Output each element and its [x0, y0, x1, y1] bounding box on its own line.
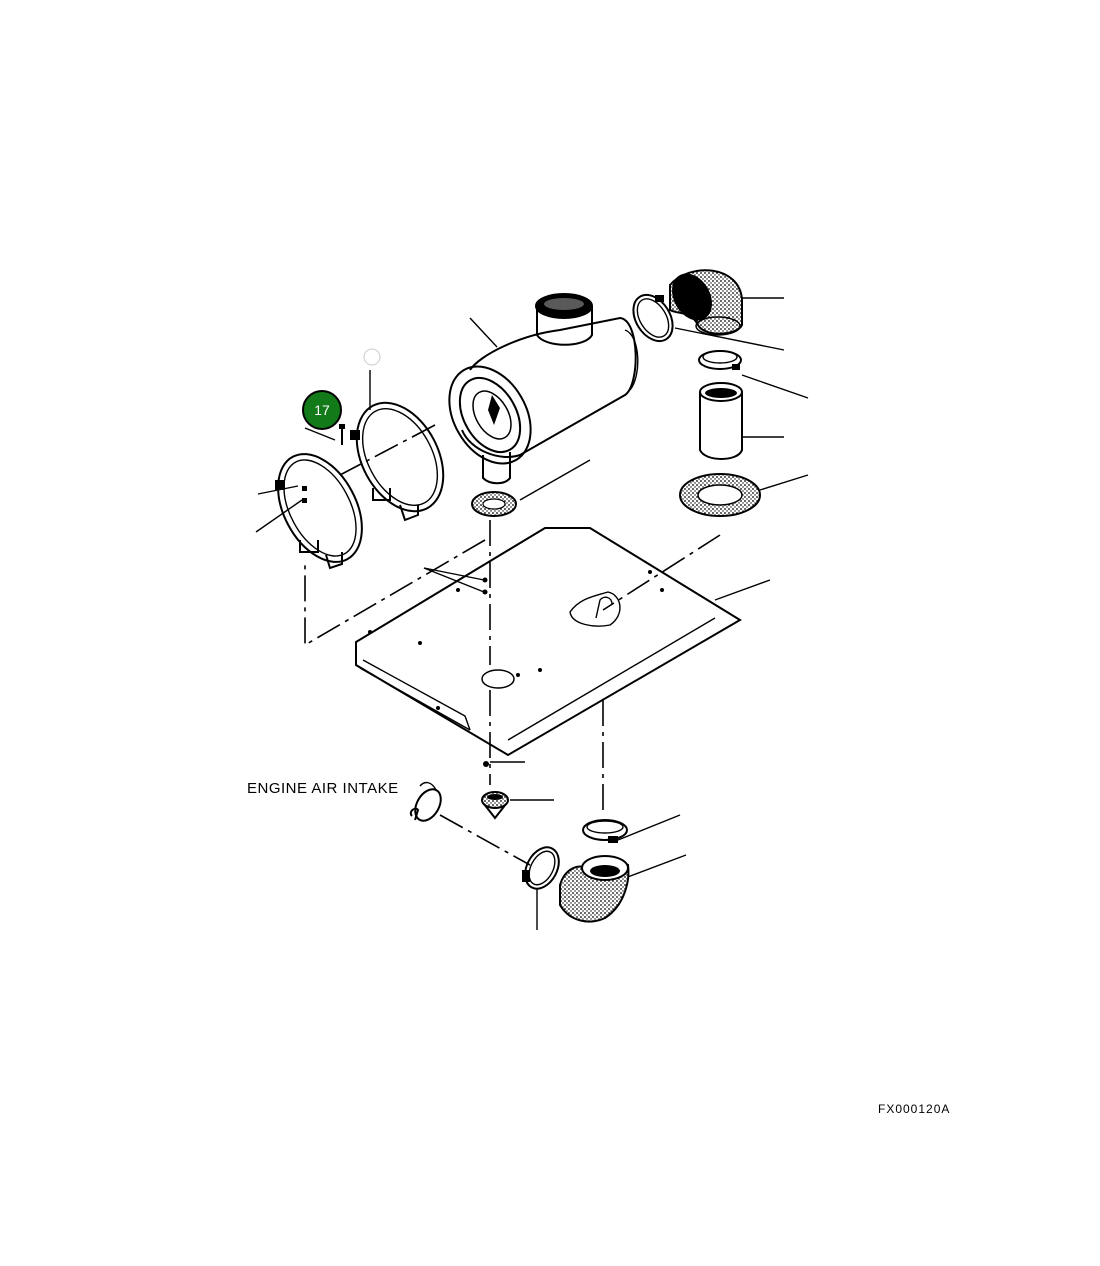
front-mounting-band: [275, 453, 363, 570]
engine-intake-clamp: [409, 781, 442, 822]
upper-elbow-hose: [669, 269, 743, 336]
connector-tube: [699, 382, 743, 460]
leader-lines: [255, 297, 809, 930]
upper-hose-clamp: [632, 293, 674, 343]
tube-clamp-upper: [698, 350, 742, 370]
small-gasket: [471, 491, 517, 517]
drain-valve: [481, 791, 509, 820]
callout-17[interactable]: 17: [302, 390, 342, 430]
lower-washer: [483, 761, 489, 767]
mounting-bolt: [339, 424, 345, 445]
figure-id-label: FX000120A: [878, 1102, 950, 1116]
air-cleaner-housing: [448, 293, 639, 485]
unlabeled-callout-marker: [363, 348, 381, 366]
lower-elbow-hose: [559, 855, 630, 923]
large-gasket: [679, 473, 761, 517]
callout-17-circle: [302, 390, 342, 430]
rear-mounting-band: [350, 401, 445, 522]
lower-hose-clamp-right: [582, 819, 628, 843]
engine-air-intake-label: ENGINE AIR INTAKE: [247, 780, 399, 797]
assembly-centerlines: [304, 424, 721, 866]
lower-hose-clamp-left: [522, 846, 560, 890]
mounting-plate: [355, 527, 742, 757]
callout-17-label: 17: [314, 402, 330, 418]
